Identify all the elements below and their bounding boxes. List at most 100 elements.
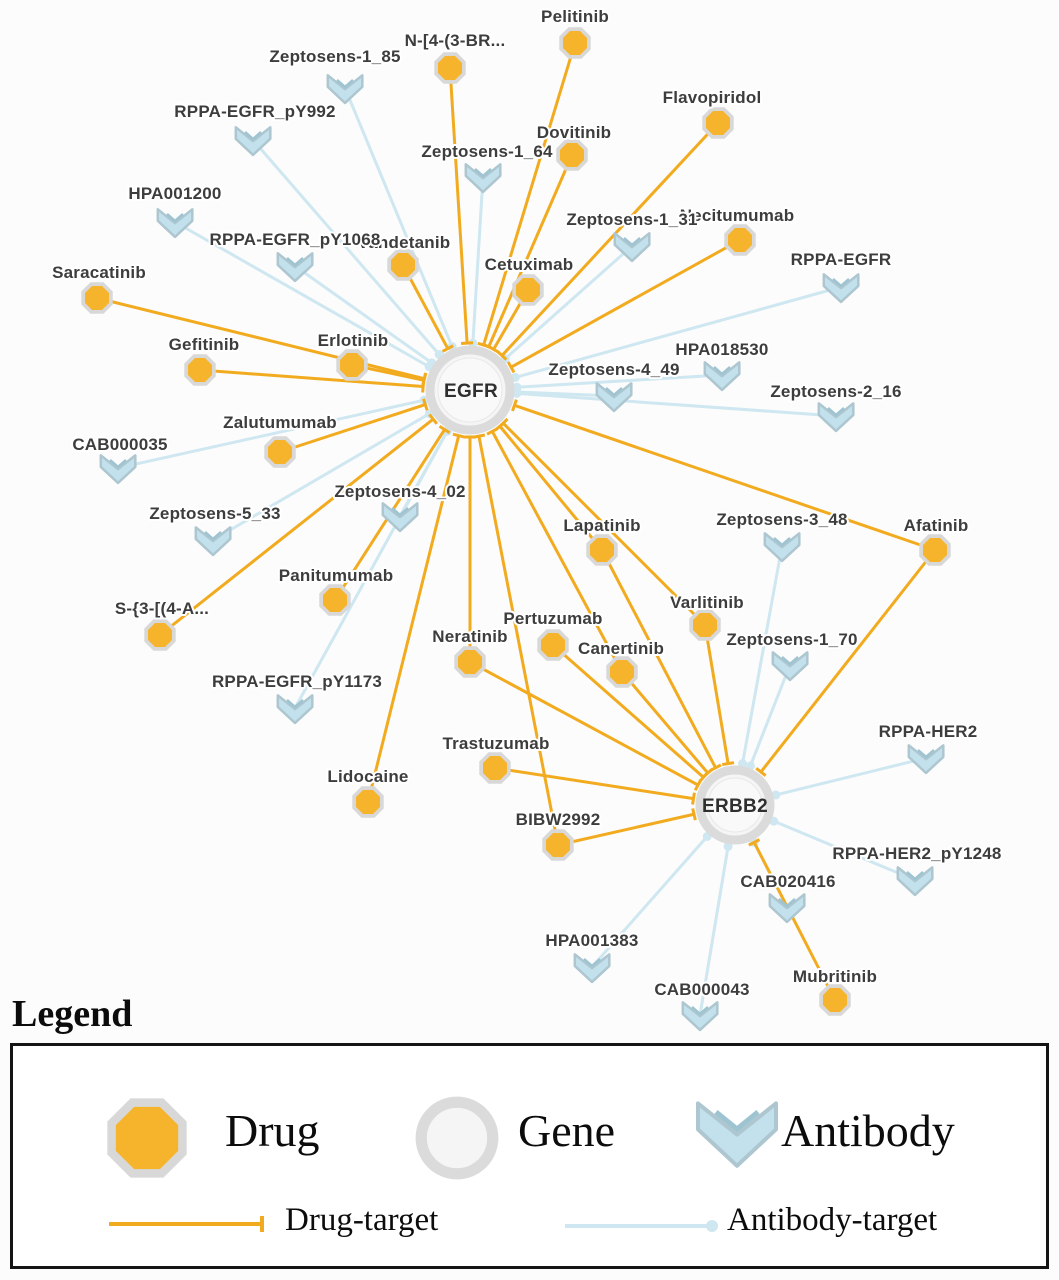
drug-node-Necitumumab[interactable] [724,224,756,256]
antibody-node-Zeptosens-4_02[interactable] [381,502,419,533]
drug-node-Cetuximab[interactable] [512,274,544,306]
node-label-Dovitinib: Dovitinib [537,123,612,142]
node-label-Flavopiridol: Flavopiridol [663,88,762,107]
node-label-N-[4-(3-BR...: N-[4-(3-BR... [405,31,506,50]
antibody-node-RPPA-EGFR_pY992[interactable] [234,126,272,157]
drug-target-edge [496,121,720,361]
legend-drug-label: Drug [225,1105,320,1156]
drug-node-Pertuzumab[interactable] [537,629,569,661]
drug-node-Gefitinib[interactable] [184,354,216,386]
drug-node-Saracatinib[interactable] [81,282,113,314]
antibody-node-Zeptosens-4_49[interactable] [595,382,633,413]
drug-target-edge [748,838,837,1001]
node-label-CAB000043: CAB000043 [654,980,749,999]
antibody-node-HPA001200[interactable] [156,208,194,239]
antibody-node-Zeptosens-5_33[interactable] [194,526,232,557]
antibody-node-CAB020416[interactable] [768,893,806,924]
drug-target-edge [366,432,465,803]
node-label-Zeptosens-1_85: Zeptosens-1_85 [269,47,400,66]
node-label-Canertinib: Canertinib [578,639,664,658]
node-label-Zeptosens-1_70: Zeptosens-1_70 [726,630,857,649]
drug-node-Panitumumab[interactable] [319,584,351,616]
node-label-RPPA-EGFR_pY992: RPPA-EGFR_pY992 [174,102,335,121]
antibody-node-Zeptosens-1_70[interactable] [771,651,809,682]
node-label-Trastuzumab: Trastuzumab [442,734,549,753]
node-label-Zeptosens-1_31: Zeptosens-1_31 [566,210,697,229]
node-label-Zeptosens-5_33: Zeptosens-5_33 [149,504,280,523]
drug-node-Neratinib[interactable] [454,646,486,678]
drug-target-edge [497,417,707,627]
node-label-RPPA-EGFR_pY1068: RPPA-EGFR_pY1068 [209,230,380,249]
drug-node-Varlitinib[interactable] [689,609,721,641]
legend-title: Legend [12,993,133,1035]
node-label-Pelitinib: Pelitinib [541,7,609,26]
drug-node-Canertinib[interactable] [606,656,638,688]
node-label-Varlitinib: Varlitinib [670,593,744,612]
legend-gene-icon [415,1096,499,1180]
node-label-CAB020416: CAB020416 [740,872,835,891]
node-label-Erlotinib: Erlotinib [318,331,389,350]
node-label-Zeptosens-4_02: Zeptosens-4_02 [334,482,465,501]
legend-gene-label: Gene [518,1105,616,1156]
drug-target-edge [448,67,474,345]
node-label-BIBW2992: BIBW2992 [516,810,601,829]
node-label-Lapatinib: Lapatinib [563,516,640,535]
antibody-node-CAB000043[interactable] [681,1001,719,1032]
drug-node-Flavopiridol[interactable] [702,107,734,139]
legend-antibody-target-line [565,1220,718,1232]
drug-node-Zalutumumab[interactable] [264,436,296,468]
node-label-RPPA-EGFR: RPPA-EGFR [791,250,892,269]
node-label-Vandetanib: Vandetanib [358,233,451,252]
antibody-target-edge [468,176,485,348]
legend-box: Drug Gene Antibody Drug-target Antibody-… [10,1043,1049,1269]
legend-drug-target-line [109,1216,264,1232]
legend-drug-icon [107,1098,187,1178]
node-label-Lidocaine: Lidocaine [327,767,408,786]
drug-node-Lapatinib[interactable] [586,534,618,566]
antibody-node-HPA018530[interactable] [703,361,741,392]
drug-node-Pelitinib[interactable] [559,27,591,59]
drug-target-edge [703,624,735,767]
node-label-HPA001200: HPA001200 [128,184,221,203]
drug-node-S-{3-[(4-A...[interactable] [144,619,176,651]
gene-node-ERBB2[interactable] [695,765,775,845]
antibody-node-RPPA-EGFR_pY1173[interactable] [276,694,314,725]
antibody-node-RPPA-HER2[interactable] [907,744,945,775]
antibody-node-RPPA-HER2_pY1248[interactable] [896,866,934,897]
node-label-EGFR: EGFR [444,381,498,402]
antibody-node-RPPA-EGFR_pY1068[interactable] [276,252,314,283]
drug-node-N-[4-(3-BR...[interactable] [434,52,466,84]
node-label-Afatinib: Afatinib [904,516,969,535]
drug-edges-layer [96,42,937,1001]
antibody-node-Zeptosens-1_85[interactable] [326,74,364,105]
drug-node-Afatinib[interactable] [919,534,951,566]
antibody-node-RPPA-EGFR[interactable] [822,273,860,304]
drug-node-Erlotinib[interactable] [336,349,368,381]
node-label-Zeptosens-4_49: Zeptosens-4_49 [548,360,679,379]
antibody-node-HPA001383[interactable] [573,953,611,984]
gene-node-EGFR[interactable] [425,345,515,435]
node-label-CAB000035: CAB000035 [72,435,167,454]
drug-node-Dovitinib[interactable] [556,139,588,171]
node-label-Mubritinib: Mubritinib [793,967,877,986]
drug-node-Mubritinib[interactable] [819,984,851,1016]
drug-node-BIBW2992[interactable] [542,829,574,861]
node-label-RPPA-HER2_pY1248: RPPA-HER2_pY1248 [832,844,1001,863]
antibody-node-Zeptosens-3_48[interactable] [763,532,801,563]
drug-target-edge [159,413,439,637]
antibody-node-CAB000035[interactable] [99,454,137,485]
node-label-Gefitinib: Gefitinib [169,335,240,354]
node-label-RPPA-HER2: RPPA-HER2 [879,722,978,741]
drug-node-Trastuzumab[interactable] [479,752,511,784]
antibody-node-Zeptosens-1_31[interactable] [613,232,651,263]
node-label-Pertuzumab: Pertuzumab [503,609,602,628]
node-label-HPA018530: HPA018530 [675,340,768,359]
antibody-node-Zeptosens-1_64[interactable] [464,163,502,194]
ab-edges-layer [117,87,927,1016]
drug-node-Vandetanib[interactable] [387,249,419,281]
drug-target-edge [506,238,741,374]
antibody-node-Zeptosens-2_16[interactable] [817,402,855,433]
drug-node-Lidocaine[interactable] [352,786,384,818]
